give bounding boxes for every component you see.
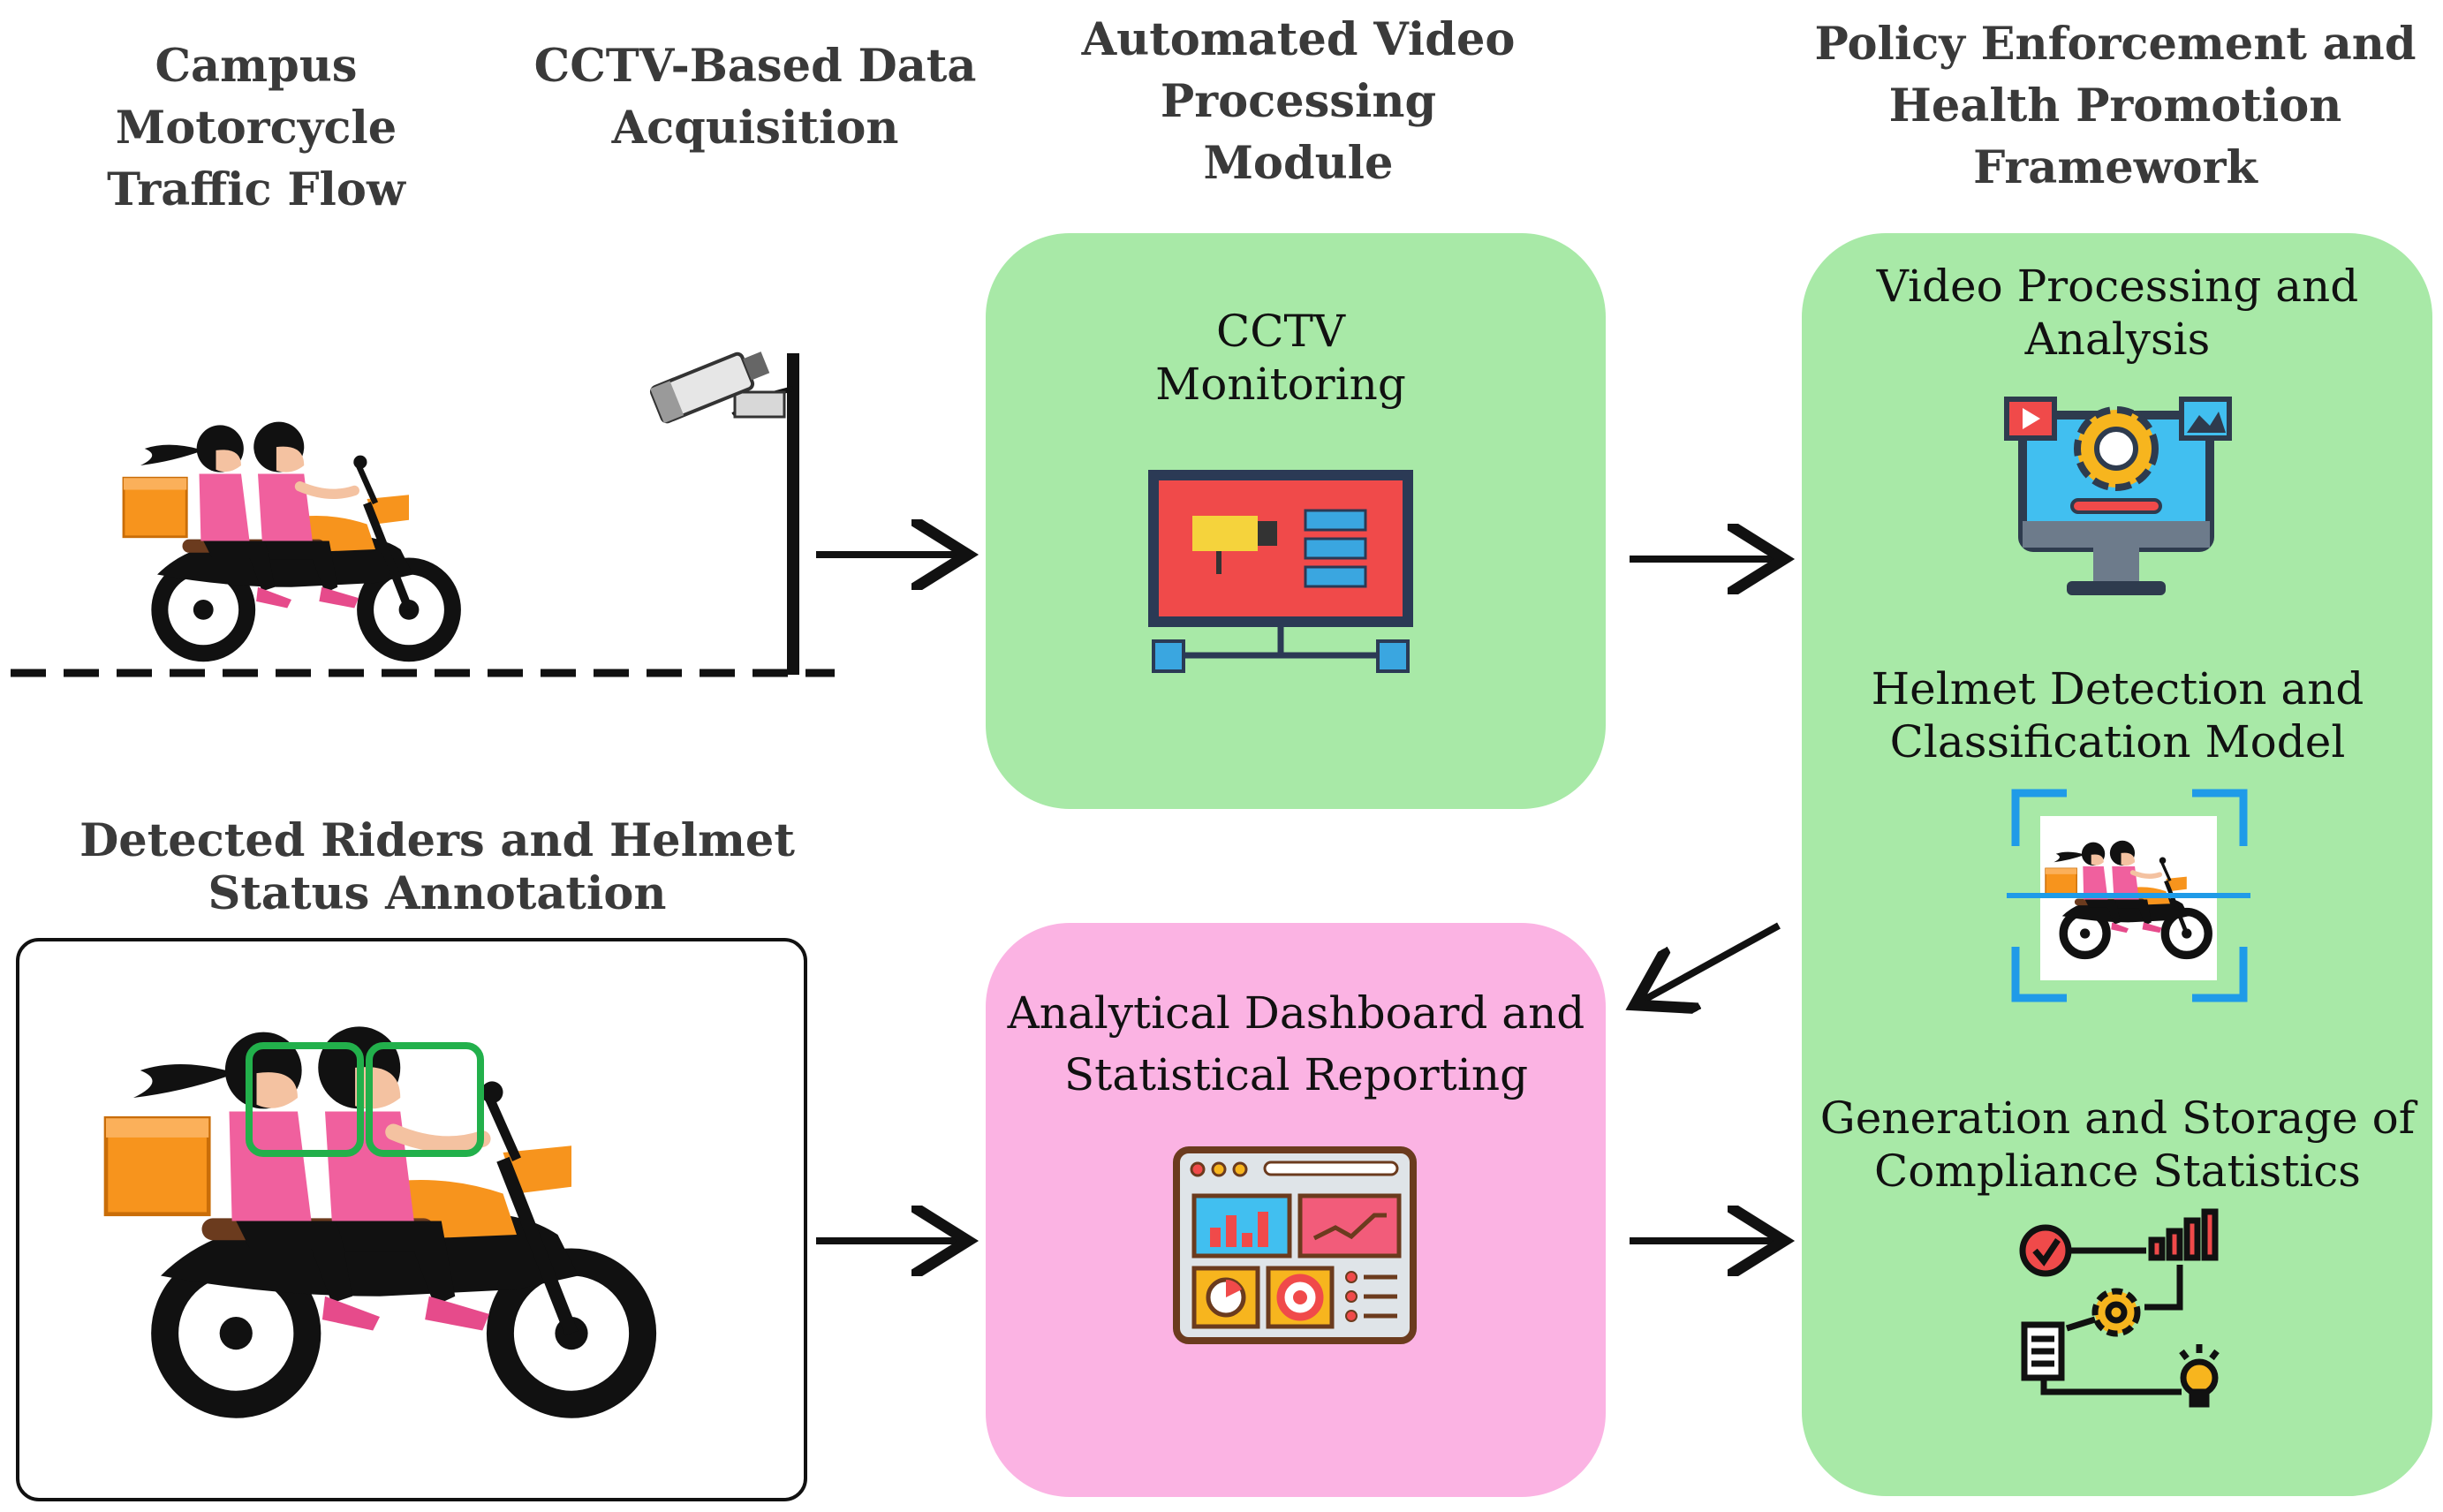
surveillance-monitor-icon (1148, 470, 1413, 673)
heading-annotation: Detected Riders and Helmet Status Annota… (79, 814, 795, 920)
heading-video-module: Automated Video Processing Module (1081, 13, 1516, 190)
heading-acquisition: CCTV-Based Data Acquisition (533, 40, 977, 155)
heading-traffic-flow: Campus Motorcycle Traffic Flow (107, 40, 405, 216)
helmet-scan-icon (2007, 789, 2250, 1002)
helmet-model-title: Helmet Detection and Classification Mode… (1871, 663, 2364, 767)
arrow-framework-to-dashboard (1641, 922, 1781, 1002)
cctv-camera-icon (649, 352, 799, 675)
motorcycle-riders-illustration (124, 422, 452, 654)
cctv-monitoring-title: CCTV Monitoring (1155, 306, 1406, 410)
dashboard-title: Analytical Dashboard and Statistical Rep… (1007, 987, 1585, 1100)
compliance-workflow-icon (2019, 1208, 2220, 1408)
helmet-detection-box-rear (246, 1042, 364, 1157)
video-analysis-monitor-icon (2004, 397, 2232, 595)
dashboard-icon (1173, 1146, 1417, 1344)
video-analysis-title: Video Processing and Analysis (1876, 261, 2359, 365)
helmet-detection-box-front (366, 1042, 484, 1157)
annotated-riders-illustration (106, 1026, 643, 1404)
compliance-stats-title: Generation and Storage of Compliance Sta… (1819, 1092, 2416, 1197)
heading-policy-framework: Policy Enforcement and Health Promotion … (1814, 18, 2417, 194)
